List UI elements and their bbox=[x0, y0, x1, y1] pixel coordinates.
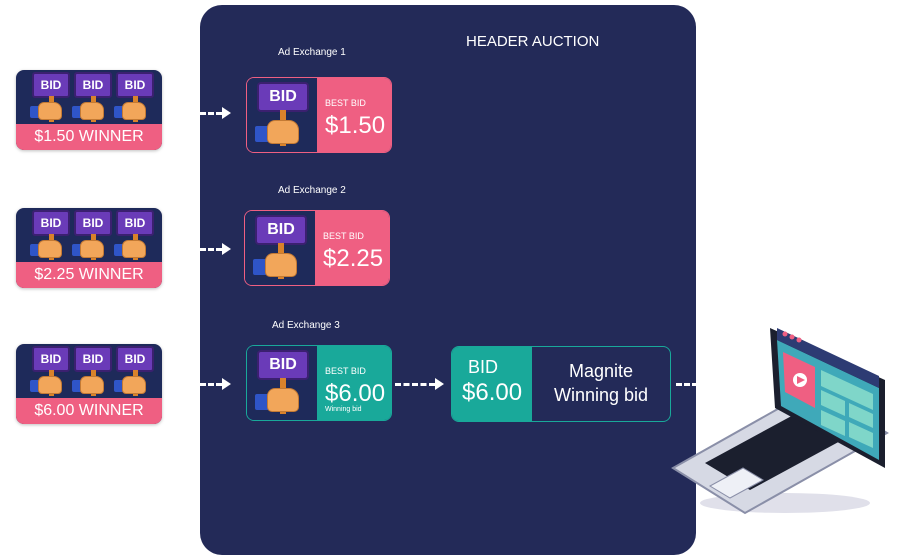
bid-sign-icon: BID bbox=[72, 72, 112, 124]
bid-sign-icon: BID bbox=[72, 346, 112, 398]
arrow-line bbox=[200, 248, 222, 251]
arrow-line bbox=[395, 383, 435, 386]
exchange-label: Ad Exchange 1 bbox=[278, 47, 346, 58]
magnite-winning-bid-box: BID $6.00 Magnite Winning bid bbox=[451, 346, 671, 422]
bid-sign-icon: BID bbox=[247, 78, 317, 152]
exchange-card-2: BID BEST BID $2.25 bbox=[244, 210, 390, 286]
best-bid-amount: $6.00 bbox=[325, 380, 386, 407]
bid-sign-icon: BID bbox=[114, 72, 154, 124]
winner-line-2: Winning bid bbox=[553, 385, 649, 405]
best-bid-label: BEST BID bbox=[323, 231, 364, 241]
exchange-card-3: BID BEST BID $6.00 Winning bid bbox=[246, 345, 392, 421]
exchange-card-1: BID BEST BID $1.50 bbox=[246, 77, 392, 153]
bid-signs: BID BID BID bbox=[16, 70, 162, 124]
arrow-line bbox=[200, 383, 222, 386]
best-bid-label: BEST BID bbox=[325, 366, 366, 376]
bidder-card-label: $1.50 WINNER bbox=[16, 124, 162, 150]
arrow-head-icon bbox=[222, 243, 231, 255]
bid-signs: BID BID BID bbox=[16, 344, 162, 398]
winning-bid-sublabel: Winning bid bbox=[325, 406, 362, 413]
panel-title: HEADER AUCTION bbox=[466, 33, 600, 50]
arrow-line bbox=[676, 383, 698, 386]
bid-signs: BID BID BID bbox=[16, 208, 162, 262]
bidder-card-3: BID BID BID $6.00 WINNER bbox=[16, 344, 162, 424]
bidder-card-2: BID BID BID $2.25 WINNER bbox=[16, 208, 162, 288]
arrow-line bbox=[200, 112, 222, 115]
winner-bid-label: BID bbox=[468, 357, 499, 377]
bidder-card-1: BID BID BID $1.50 WINNER bbox=[16, 70, 162, 150]
arrow-head-icon bbox=[222, 378, 231, 390]
bid-sign-icon: BID bbox=[30, 210, 70, 262]
bid-sign-icon: BID bbox=[114, 346, 154, 398]
winner-line-1: Magnite bbox=[568, 361, 634, 381]
best-bid-amount: $1.50 bbox=[325, 112, 386, 139]
bid-sign-icon: BID bbox=[30, 346, 70, 398]
bidder-card-label: $2.25 WINNER bbox=[16, 262, 162, 288]
bid-sign-icon: BID bbox=[30, 72, 70, 124]
arrow-head-icon bbox=[222, 107, 231, 119]
bid-sign-icon: BID bbox=[72, 210, 112, 262]
winner-bid-amount: $6.00 bbox=[462, 379, 523, 406]
arrow-head-icon bbox=[435, 378, 444, 390]
bidder-card-label: $6.00 WINNER bbox=[16, 398, 162, 424]
bid-sign-icon: BID bbox=[245, 211, 315, 285]
exchange-label: Ad Exchange 3 bbox=[272, 320, 340, 331]
laptop-icon bbox=[671, 328, 889, 515]
exchange-label: Ad Exchange 2 bbox=[278, 185, 346, 196]
bid-sign-icon: BID bbox=[114, 210, 154, 262]
bid-sign-icon: BID bbox=[247, 346, 317, 420]
best-bid-label: BEST BID bbox=[325, 98, 366, 108]
best-bid-amount: $2.25 bbox=[323, 245, 384, 272]
